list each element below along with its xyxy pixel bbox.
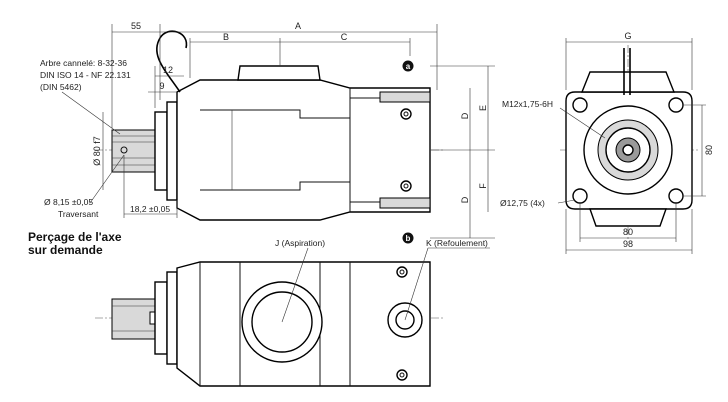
shaft-spec-line1: Arbre cannelé: 8-32-36 bbox=[40, 58, 127, 68]
dim-18-2: 18,2 ±0,05 bbox=[130, 204, 170, 214]
hole-spec-line2: Traversant bbox=[58, 209, 99, 219]
dim-55: 55 bbox=[131, 21, 141, 31]
dim-D-upper: D bbox=[460, 112, 470, 119]
dim-B: B bbox=[223, 32, 229, 42]
dim-A: A bbox=[295, 21, 301, 31]
bolt-upper bbox=[400, 108, 412, 120]
mount-hole-br bbox=[668, 188, 684, 204]
mount-holes-spec: Ø12,75 (4x) bbox=[500, 198, 545, 208]
top-view: J (Aspiration) K (Refoulement) bbox=[95, 238, 490, 387]
front-view: G 80 80 98 M12x1,75-6H Ø12,75 (4x) bbox=[500, 31, 714, 254]
bolt-lower bbox=[400, 180, 412, 192]
dim-dia-80-f7: Ø 80 f7 bbox=[92, 136, 102, 166]
dim-12: 12 bbox=[163, 65, 173, 75]
marker-b bbox=[402, 232, 414, 244]
mount-hole-tr bbox=[668, 97, 684, 113]
dim-98: 98 bbox=[623, 239, 633, 249]
marker-a bbox=[402, 60, 414, 72]
mounting-flange bbox=[154, 111, 168, 191]
mount-hole-bl bbox=[572, 188, 588, 204]
port-j-label: J (Aspiration) bbox=[275, 238, 325, 248]
dim-F: F bbox=[478, 183, 488, 189]
shaft-spec-line2: DIN ISO 14 - NF 22.131 bbox=[40, 70, 131, 80]
port-k-label: K (Refoulement) bbox=[426, 238, 488, 248]
bore-title-line2: sur demande bbox=[28, 243, 103, 257]
cross-hole bbox=[120, 146, 128, 154]
dim-G: G bbox=[624, 31, 631, 41]
marker-a-label: a bbox=[406, 62, 411, 71]
dim-C: C bbox=[341, 32, 348, 42]
marker-b-label: b bbox=[406, 234, 411, 243]
dim-9: 9 bbox=[159, 81, 164, 91]
dim-D-lower: D bbox=[460, 196, 470, 203]
bore-title-line1: Perçage de l'axe bbox=[28, 230, 122, 244]
thread-spec: M12x1,75-6H bbox=[502, 99, 553, 109]
shaft-spec-line3: (DIN 5462) bbox=[40, 82, 82, 92]
top-boss bbox=[237, 65, 321, 81]
dim-80-horizontal: 80 bbox=[623, 227, 633, 237]
dim-E: E bbox=[478, 105, 488, 111]
hole-spec-line1: Ø 8,15 ±0,05 bbox=[44, 197, 93, 207]
mount-hole-tl bbox=[572, 97, 588, 113]
side-view: 55 A B C 12 9 Arbre cannelé: 8-32-36 DIN… bbox=[40, 21, 495, 244]
dim-80-vertical: 80 bbox=[704, 145, 714, 155]
